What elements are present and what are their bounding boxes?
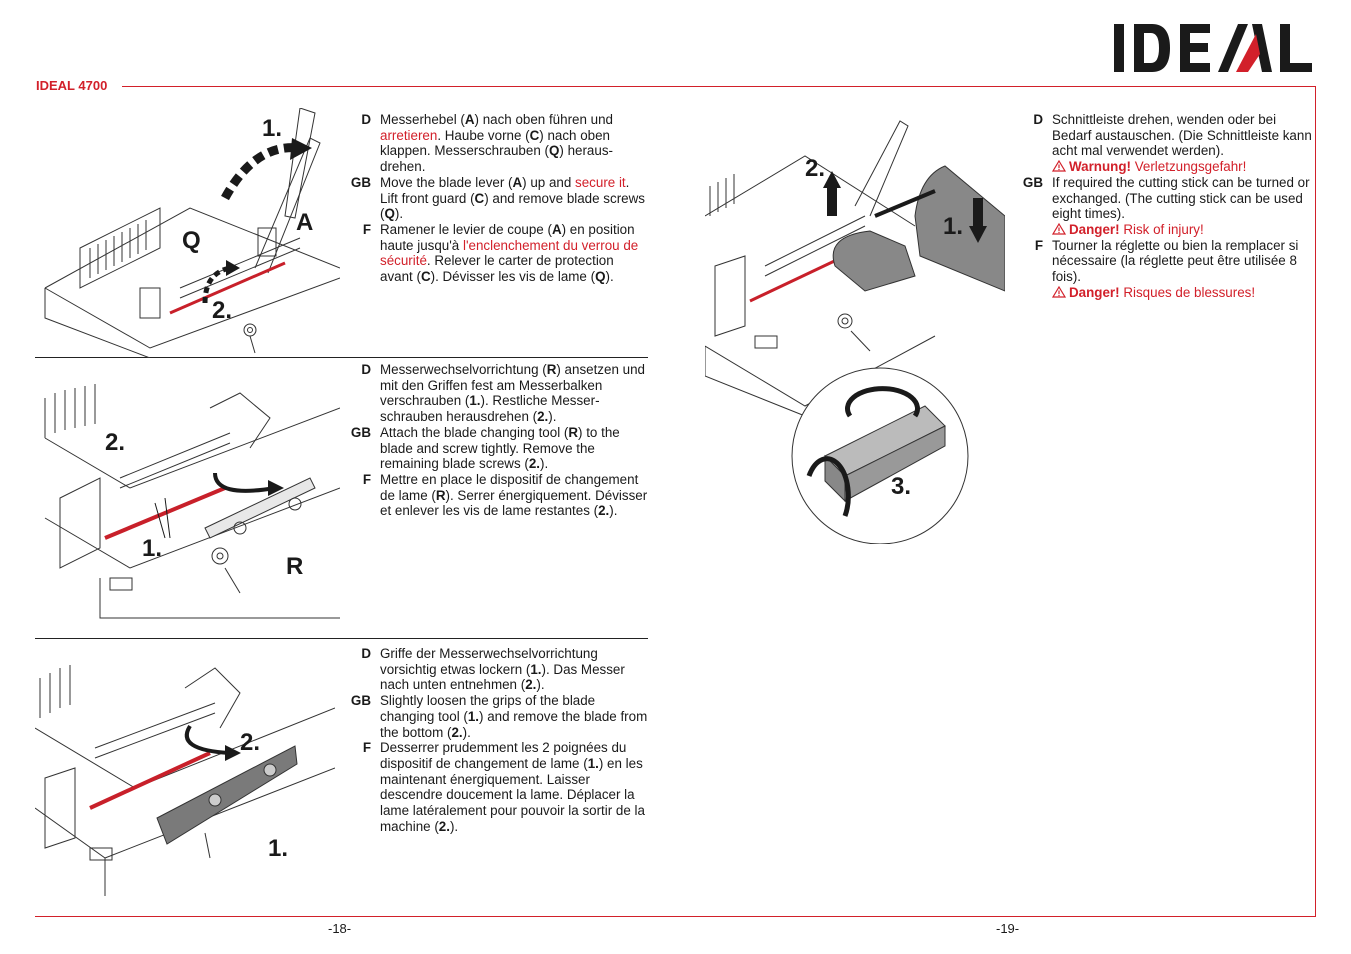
figure-cutting-stick: 2. 1. 3. (705, 120, 1005, 544)
instruction-text: Griffe der Messerwechselvorrichtung vors… (380, 646, 625, 693)
figure-label: 1. (268, 835, 288, 862)
figure-label: 1. (142, 535, 162, 562)
language-entry: GB Move the blade lever (A) up and secure… (350, 175, 650, 222)
warning-line: Danger! Risques de blessures! (1052, 285, 1312, 301)
instruction-text: If required the cutting stick can be tur… (1052, 175, 1312, 238)
language-code: GB (1022, 174, 1043, 190)
warning-icon (1052, 222, 1066, 235)
figure-label: A (296, 209, 313, 236)
language-entry: GB Slightly loosen the grips of the blade… (350, 693, 650, 740)
instruction-text: Messerhebel (A) nach oben führen und arr… (380, 112, 613, 175)
figure-label: 2. (105, 429, 125, 456)
language-code: D (361, 362, 371, 377)
figure-label: Q (182, 227, 201, 254)
figure-label: R (286, 553, 303, 580)
language-code: GB (350, 174, 371, 190)
figure-remove-blade: 2. 1. (35, 665, 335, 896)
language-code: F (362, 471, 371, 487)
footer-rule (35, 916, 1316, 917)
instruction-text: Slightly loosen the grips of the blade c… (380, 693, 648, 740)
figure-label: 1. (262, 115, 282, 142)
language-entry: F Desserrer prudemment les 2 poignées du … (350, 740, 650, 834)
instruction-text: Schnittleiste drehen, wenden oder bei Be… (1052, 112, 1312, 175)
instruction-block: D Schnittleiste drehen, wenden oder bei B… (1022, 112, 1312, 300)
instruction-text: Tourner la réglette ou bien la remplacer… (1052, 238, 1312, 301)
warning-icon (1052, 160, 1066, 172)
figure-blade-lever: 1. A Q 2. (44, 108, 340, 358)
language-entry: D Messerwechselvorrichtung (R) ansetzen u… (350, 362, 650, 425)
language-entry: GB If required the cutting stick can be t… (1022, 175, 1312, 238)
language-code: GB (350, 693, 371, 709)
language-entry: D Griffe der Messerwechselvorrichtung vor… (350, 646, 650, 693)
instruction-text: Ramener le levier de coupe (A) en positi… (380, 221, 639, 285)
instruction-block: D Griffe der Messerwechselvorrichtung vor… (350, 646, 650, 834)
page-number-right: -19- (996, 921, 1020, 936)
document-title: IDEAL 4700 (36, 78, 108, 93)
figure-label: 2. (805, 155, 825, 182)
instruction-block: D Messerhebel (A) nach oben führen und ar… (350, 112, 650, 285)
figure-label: 1. (943, 213, 963, 240)
language-entry: GB Attach the blade changing tool (R) to … (350, 425, 650, 472)
figure-label: 2. (212, 297, 232, 324)
language-code: F (362, 221, 371, 237)
section-separator (35, 357, 648, 358)
language-code: D (361, 112, 371, 127)
language-code: D (1033, 112, 1043, 127)
figure-attach-tool: 2. 1. R (44, 384, 340, 619)
figure-label: 2. (240, 729, 260, 756)
language-code: D (361, 646, 371, 661)
instruction-text: Desserrer prudemment les 2 poignées du d… (380, 740, 645, 834)
right-border-rule (1315, 86, 1316, 917)
warning-icon (1052, 285, 1066, 298)
instruction-text: Mettre en place le dispositif de changem… (380, 471, 648, 519)
instruction-text: Messerwechselvorrichtung (R) ansetzen un… (380, 362, 645, 425)
instruction-text: Attach the blade changing tool (R) to th… (380, 424, 620, 472)
language-entry: F Ramener le levier de coupe (A) en posit… (350, 222, 650, 285)
language-code: F (1034, 237, 1043, 253)
language-code: F (362, 740, 371, 756)
language-code: GB (350, 424, 371, 440)
language-entry: F Mettre en place le dispositif de change… (350, 472, 650, 519)
language-entry: D Schnittleiste drehen, wenden oder bei B… (1022, 112, 1312, 175)
header-rule (122, 86, 1316, 87)
page-number-left: -18- (328, 921, 352, 936)
ideal-logo (1114, 24, 1312, 72)
instruction-block: D Messerwechselvorrichtung (R) ansetzen u… (350, 362, 650, 519)
instruction-text: Move the blade lever (A) up and secure i… (380, 174, 645, 222)
section-separator (35, 638, 648, 639)
warning-line: Warnung! Verletzungsgefahr! (1052, 159, 1312, 175)
language-entry: F Tourner la réglette ou bien la remplace… (1022, 238, 1312, 301)
figure-label: 3. (891, 473, 911, 500)
warning-line: Danger! Risk of injury! (1052, 222, 1312, 238)
language-entry: D Messerhebel (A) nach oben führen und ar… (350, 112, 650, 175)
